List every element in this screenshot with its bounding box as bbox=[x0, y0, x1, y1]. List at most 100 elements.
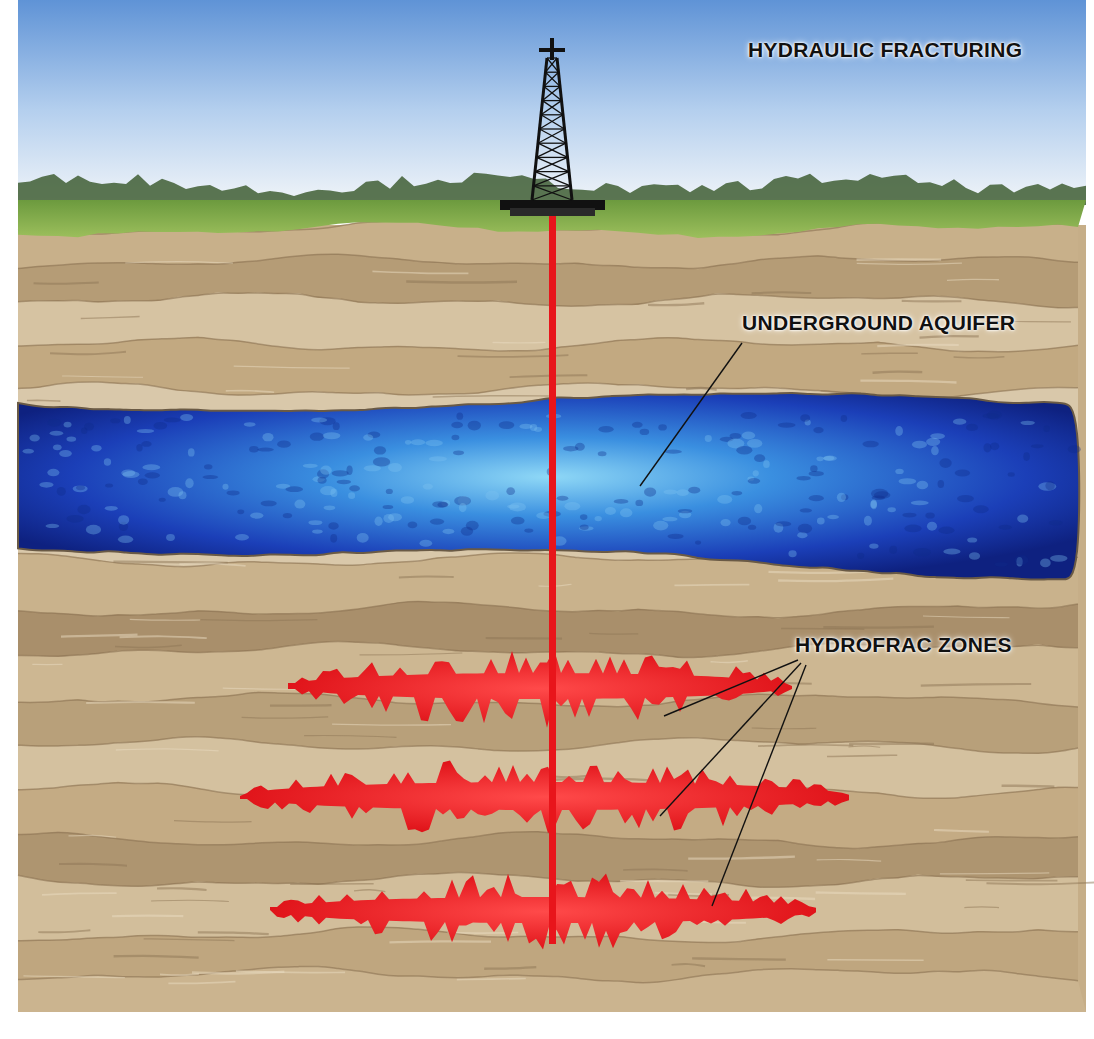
layer-edge bbox=[18, 338, 1078, 352]
water-texture bbox=[632, 422, 643, 428]
water-texture bbox=[459, 503, 467, 512]
rock-streak bbox=[873, 372, 923, 373]
water-texture bbox=[668, 534, 684, 539]
water-texture bbox=[1068, 445, 1081, 453]
derrick-beam bbox=[537, 157, 568, 158]
water-texture bbox=[644, 488, 656, 497]
derrick-beam bbox=[540, 115, 564, 129]
rock-streak bbox=[304, 736, 396, 738]
water-texture bbox=[912, 441, 927, 449]
water-texture bbox=[662, 517, 677, 522]
rock-streak bbox=[115, 645, 182, 647]
water-texture bbox=[913, 548, 931, 556]
water-texture bbox=[575, 443, 585, 451]
rock-layer bbox=[18, 601, 1078, 658]
water-texture bbox=[809, 495, 824, 501]
water-texture bbox=[911, 501, 929, 506]
water-texture bbox=[926, 438, 940, 446]
fracture-zone bbox=[288, 649, 792, 727]
rock-streak bbox=[954, 357, 1005, 358]
water-texture bbox=[285, 486, 303, 492]
water-texture bbox=[332, 470, 349, 476]
derrick-beam bbox=[547, 58, 559, 72]
water-texture bbox=[388, 463, 402, 472]
water-texture bbox=[748, 525, 756, 530]
water-texture bbox=[1050, 555, 1067, 562]
water-texture bbox=[57, 487, 66, 496]
water-texture bbox=[967, 537, 977, 542]
water-texture bbox=[747, 439, 762, 448]
water-texture bbox=[730, 433, 742, 439]
water-texture bbox=[564, 502, 580, 510]
rock-streak bbox=[130, 619, 200, 621]
water-texture bbox=[966, 424, 978, 431]
water-texture bbox=[166, 534, 175, 541]
water-texture bbox=[748, 478, 761, 484]
water-texture bbox=[1040, 558, 1051, 567]
rock-streak bbox=[692, 958, 786, 959]
derrick-beam bbox=[544, 72, 559, 86]
water-texture bbox=[524, 528, 533, 532]
rock-streak bbox=[236, 971, 345, 972]
rock-streak bbox=[620, 880, 708, 882]
water-texture bbox=[456, 413, 463, 420]
rock-streak bbox=[457, 978, 526, 979]
water-texture bbox=[303, 464, 318, 468]
water-texture bbox=[741, 412, 757, 419]
rock-streak bbox=[372, 271, 468, 273]
rock-streak bbox=[59, 864, 127, 866]
rock-streak bbox=[857, 258, 942, 261]
derrick-beam bbox=[541, 114, 563, 115]
water-texture bbox=[688, 487, 700, 494]
fracture-zones bbox=[240, 649, 849, 949]
rock-layer bbox=[18, 966, 1086, 1012]
derrick-beam bbox=[537, 143, 567, 157]
water-texture bbox=[66, 515, 83, 523]
derrick-beam bbox=[535, 171, 569, 172]
water-texture bbox=[142, 464, 160, 470]
water-texture bbox=[1015, 555, 1029, 565]
water-texture bbox=[121, 470, 135, 477]
water-texture bbox=[927, 522, 937, 531]
water-texture bbox=[485, 491, 499, 501]
water-texture bbox=[118, 515, 129, 525]
water-texture bbox=[605, 507, 616, 515]
drilling-derrick bbox=[500, 38, 605, 216]
water-texture bbox=[736, 446, 752, 454]
diagram-title: HYDRAULIC FRACTURING bbox=[748, 38, 1022, 62]
water-texture bbox=[798, 524, 812, 534]
derrick-base bbox=[510, 208, 595, 216]
water-texture bbox=[677, 489, 689, 496]
rock-streak bbox=[38, 930, 90, 932]
water-texture bbox=[39, 482, 53, 488]
water-texture bbox=[862, 441, 878, 448]
water-texture bbox=[990, 442, 999, 450]
water-texture bbox=[895, 469, 903, 474]
water-texture bbox=[261, 500, 277, 506]
water-texture bbox=[536, 512, 551, 519]
water-texture bbox=[754, 504, 762, 513]
water-texture bbox=[837, 493, 846, 502]
rock-streak bbox=[354, 890, 385, 892]
water-texture bbox=[823, 456, 837, 461]
water-texture bbox=[943, 549, 960, 555]
water-texture bbox=[864, 516, 872, 526]
rock-streak bbox=[860, 381, 956, 383]
water-texture bbox=[452, 435, 460, 441]
rock-streak bbox=[848, 746, 880, 747]
water-texture bbox=[857, 553, 864, 559]
water-texture bbox=[311, 417, 327, 422]
water-texture bbox=[227, 490, 240, 495]
derrick-beam bbox=[541, 101, 562, 115]
layer-edge bbox=[18, 293, 1078, 308]
rock-streak bbox=[226, 391, 274, 393]
water-texture bbox=[249, 446, 258, 452]
water-texture bbox=[330, 534, 337, 543]
water-texture bbox=[346, 465, 352, 475]
derrick-beam bbox=[546, 72, 561, 86]
rock-streak bbox=[151, 900, 229, 901]
rock-streak bbox=[174, 821, 252, 822]
water-texture bbox=[809, 471, 824, 476]
water-texture bbox=[136, 444, 142, 451]
water-texture bbox=[800, 414, 810, 422]
